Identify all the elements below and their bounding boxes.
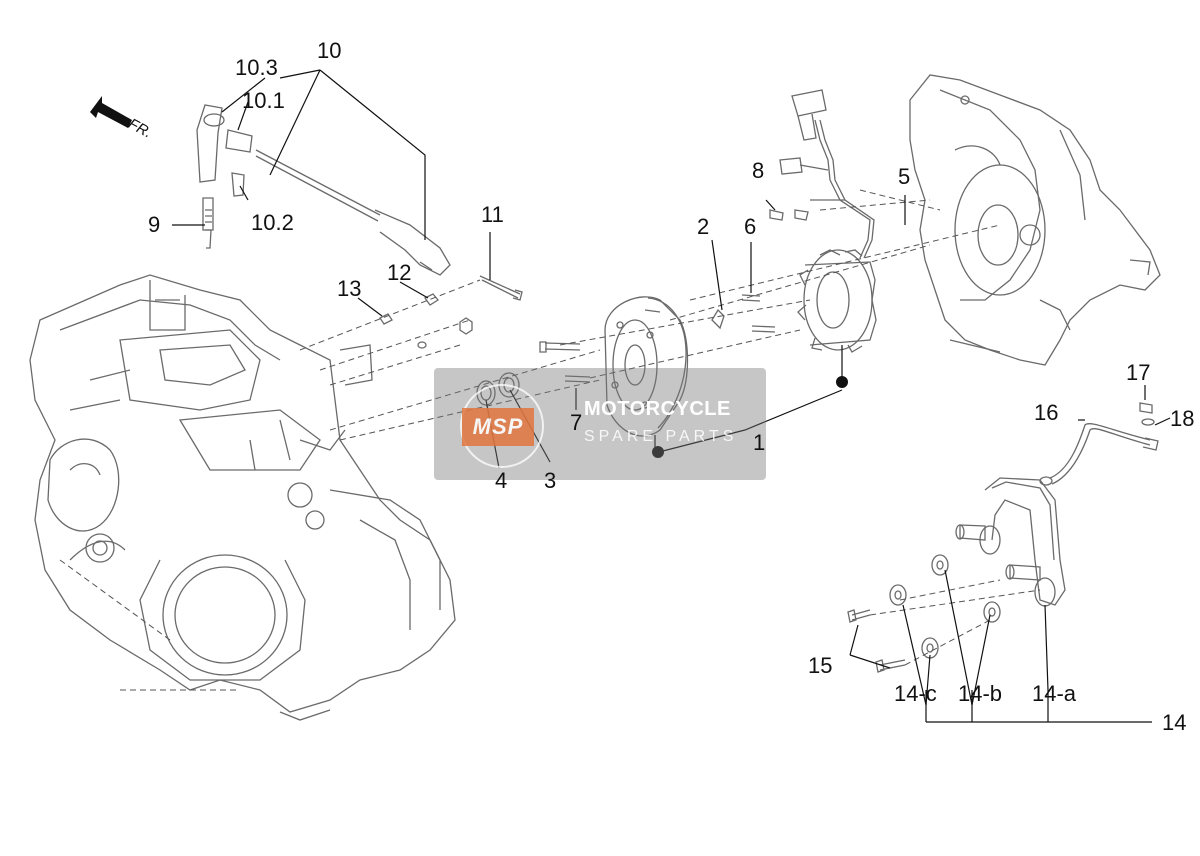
engine-block — [29, 274, 456, 721]
part-label-5: 5 — [898, 164, 911, 189]
rotor-reference-dot — [652, 446, 664, 458]
part-label-9: 9 — [148, 212, 161, 237]
front-direction-arrow — [90, 96, 132, 128]
spark-plug-cap-assembly — [196, 104, 451, 276]
part-label-15: 15 — [808, 653, 833, 678]
part-label-1: 1 — [753, 430, 766, 455]
part-label-7: 7 — [570, 410, 583, 435]
part-label-8: 8 — [752, 158, 765, 183]
part-label-14-c: 14-c — [894, 681, 937, 706]
part-label-3: 3 — [544, 468, 557, 493]
part-label-10-1: 10.1 — [242, 88, 285, 113]
watermark-subtitle: SPARE PARTS — [584, 428, 738, 445]
watermark-badge: MSP — [462, 408, 534, 446]
watermark: MSP MOTORCYCLE SPARE PARTS — [434, 368, 766, 480]
part-label-11: 11 — [481, 202, 504, 227]
crankcase-cover — [909, 74, 1161, 366]
part-label-14-a: 14-a — [1032, 681, 1077, 706]
part-label-10-2: 10.2 — [251, 210, 294, 235]
part-label-14-b: 14-b — [958, 681, 1003, 706]
part-label-18: 18 — [1170, 406, 1195, 431]
part-label-13: 13 — [337, 276, 362, 301]
watermark-title: MOTORCYCLE — [584, 398, 731, 420]
part-label-2: 2 — [697, 214, 710, 239]
part-label-16: 16 — [1034, 400, 1059, 425]
stator-assembly — [779, 89, 877, 353]
bracket-assembly — [847, 477, 1066, 673]
part-label-10: 10 — [317, 38, 342, 63]
part-label-12: 12 — [387, 260, 412, 285]
part-label-17: 17 — [1126, 360, 1151, 385]
watermark-globe-icon: MSP — [460, 384, 544, 468]
stator-reference-dot — [836, 376, 848, 388]
ground-cable — [1039, 402, 1159, 486]
part-label-10-3: 10.3 — [235, 55, 278, 80]
flywheel-rotor — [604, 296, 689, 437]
part-label-14: 14 — [1162, 710, 1187, 735]
leader-lines — [172, 69, 1171, 723]
part-label-6: 6 — [744, 214, 757, 239]
assembly-lines — [59, 189, 1041, 691]
part-label-4: 4 — [495, 468, 508, 493]
